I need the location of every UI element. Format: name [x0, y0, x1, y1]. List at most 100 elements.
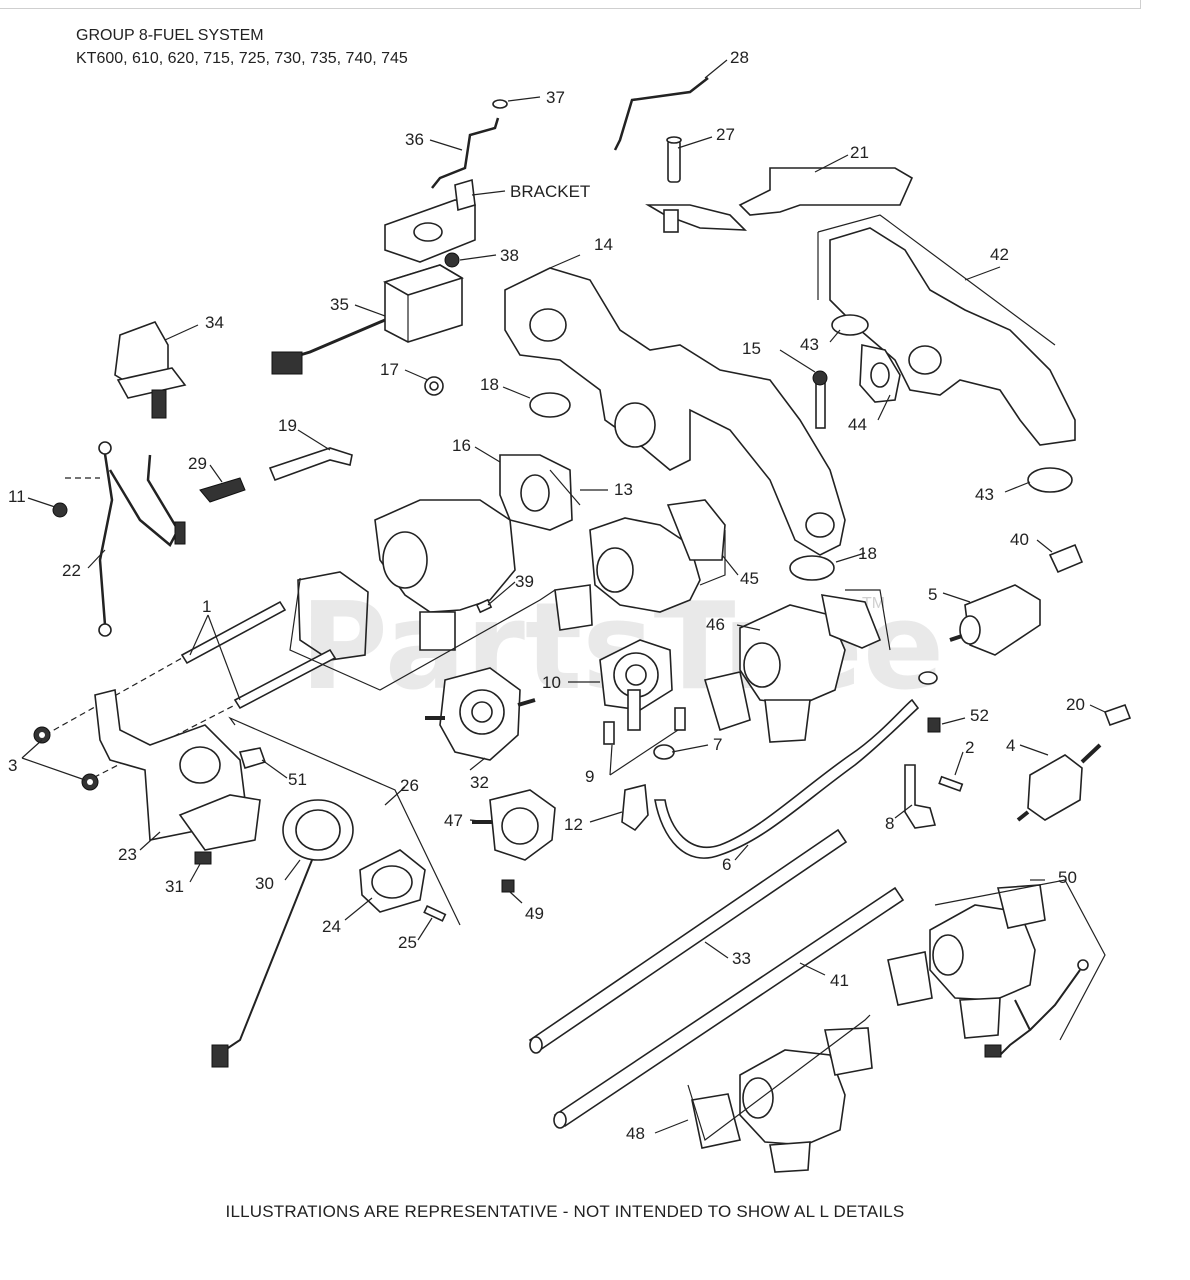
group-title: GROUP 8-FUEL SYSTEM — [76, 27, 264, 44]
part-34-solenoid — [114, 321, 187, 419]
label-52: 52 — [970, 706, 989, 725]
label-5: 5 — [928, 585, 937, 604]
part-17-bushing — [424, 376, 444, 396]
part-44-gasket — [859, 344, 901, 403]
part-12-elbow — [621, 783, 649, 832]
part-3-nut-bottom — [81, 773, 99, 791]
part-52-fitting — [927, 717, 941, 733]
model-list: KT600, 610, 620, 715, 725, 730, 735, 740… — [76, 50, 408, 67]
part-9-screws — [603, 707, 686, 745]
part-13-carburetor — [554, 499, 726, 631]
throttle-bracket — [384, 178, 476, 263]
group-outlines — [228, 214, 1106, 1141]
part-38-bolt — [444, 252, 460, 268]
label-41: 41 — [830, 971, 849, 990]
part-49-screw — [501, 879, 515, 893]
part-31-screw — [194, 851, 212, 865]
page-frame — [0, 0, 1141, 9]
label-28: 28 — [730, 48, 749, 67]
label-22: 22 — [62, 561, 81, 580]
label-47: 47 — [444, 811, 463, 830]
label-23: 23 — [118, 845, 137, 864]
part-43-gasket-top — [831, 314, 869, 336]
label-25: 25 — [398, 933, 417, 952]
part-40-sleeve — [1048, 543, 1084, 574]
label-38: 38 — [500, 246, 519, 265]
part-51-clip — [238, 747, 267, 769]
label-44: 44 — [848, 415, 867, 434]
part-41-hose — [553, 886, 905, 1129]
label-1: 1 — [202, 597, 211, 616]
label-19: 19 — [278, 416, 297, 435]
part-22-wire-harness — [65, 441, 186, 637]
label-9: 9 — [585, 767, 594, 786]
part-19-hose — [268, 447, 353, 482]
label-43-top: 43 — [800, 335, 819, 354]
part-18-gasket-bottom — [789, 555, 835, 581]
part-43-gasket-bottom — [1027, 467, 1073, 493]
label-31: 31 — [165, 877, 184, 896]
part-46-carburetor — [703, 594, 882, 743]
label-46: 46 — [706, 615, 725, 634]
label-12: 12 — [564, 815, 583, 834]
label-bracket: BRACKET — [510, 182, 590, 201]
diagram-header: GROUP 8-FUEL SYSTEM KT600, 610, 620, 715… — [76, 24, 408, 70]
label-20: 20 — [1066, 695, 1085, 714]
label-37: 37 — [546, 88, 565, 107]
label-33: 33 — [732, 949, 751, 968]
label-36: 36 — [405, 130, 424, 149]
part-24-gasket — [359, 849, 426, 913]
label-13: 13 — [614, 480, 633, 499]
label-3: 3 — [8, 756, 17, 775]
label-8: 8 — [885, 814, 894, 833]
part-3-nut-top — [33, 726, 51, 744]
label-18-bottom: 18 — [858, 544, 877, 563]
part-18-gasket-top — [529, 392, 571, 418]
label-42: 42 — [990, 245, 1009, 264]
part-16-gasket — [499, 454, 573, 531]
part-15-bolt — [812, 370, 828, 429]
label-16: 16 — [452, 436, 471, 455]
disclaimer-footer: ILLUSTRATIONS ARE REPRESENTATIVE - NOT I… — [225, 1202, 905, 1221]
label-43-bottom: 43 — [975, 485, 994, 504]
label-11: 11 — [8, 487, 26, 506]
label-40: 40 — [1010, 530, 1029, 549]
part-35-stepper-motor — [271, 264, 464, 375]
part-30-housing — [211, 799, 354, 1068]
label-48: 48 — [626, 1124, 645, 1143]
label-26: 26 — [400, 776, 419, 795]
part-27-pin — [666, 136, 682, 183]
label-7: 7 — [713, 735, 722, 754]
label-29: 29 — [188, 454, 207, 473]
label-2: 2 — [965, 738, 974, 757]
label-35: 35 — [330, 295, 349, 314]
part-20-pin — [1103, 703, 1132, 727]
part-7-clamp — [653, 744, 675, 760]
leader-lines — [21, 59, 1106, 1134]
part-29-fitting — [199, 477, 246, 503]
part-28-line — [613, 77, 709, 151]
part-11-screw — [52, 502, 68, 518]
label-45: 45 — [740, 569, 759, 588]
label-15: 15 — [742, 339, 761, 358]
part-48-carburetor-kit — [691, 1027, 873, 1173]
part-2-bolt — [938, 775, 964, 792]
label-14: 14 — [594, 235, 613, 254]
clamp-small — [918, 671, 938, 685]
label-17: 17 — [380, 360, 399, 379]
part-25-screw — [423, 904, 447, 922]
label-32: 32 — [470, 773, 489, 792]
part-33-hose — [528, 828, 848, 1054]
part-5-fuel-filter — [949, 584, 1041, 656]
part-50-carburetor-kit — [887, 884, 1089, 1058]
carburetor-assembly-main — [297, 499, 516, 661]
label-34: 34 — [205, 313, 224, 332]
part-6-fuel-hose — [654, 698, 920, 859]
part-10-filter-base — [599, 639, 673, 731]
part-21-linkage — [645, 167, 914, 233]
label-18-top: 18 — [480, 375, 499, 394]
part-37-washer — [492, 99, 508, 109]
label-21: 21 — [850, 143, 869, 162]
label-4: 4 — [1006, 736, 1015, 755]
